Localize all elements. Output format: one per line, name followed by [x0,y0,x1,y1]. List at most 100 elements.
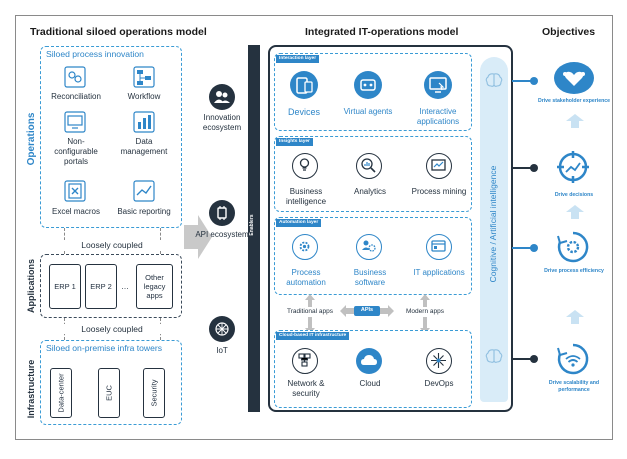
enablers-label: Enablers [249,214,255,236]
objective-connector [512,167,534,169]
network-security-label: Network & security [287,379,325,398]
workflow-label: Workflow [127,92,161,101]
datacenter-box: Data-center [50,368,72,418]
loosely-coupled-bottom: Loosely coupled [62,324,162,334]
up-arrow [566,114,584,128]
it-applications-label: IT applications [413,268,465,277]
objective-connector [512,247,534,249]
operations-group [40,46,182,228]
network-security-icon [292,348,318,374]
devops-label: DevOps [424,379,454,388]
enablers-bar [248,45,260,412]
operations-section-label: Operations [26,112,37,166]
up-arrow [566,205,584,219]
devices-label: Devices [287,107,320,117]
devices-icon [290,71,318,99]
modern-apps-label: Modern apps [392,307,458,317]
iot-label: IoT [216,346,228,355]
business-intelligence-icon [292,153,318,179]
excel-macros-label: Excel macros [51,207,100,216]
data-management-icon [133,111,155,133]
process-automation-icon [292,234,318,260]
cloud-icon [356,348,382,374]
diagram-frame [15,15,613,440]
iot-icon [209,316,235,342]
objective-connector-dot [530,355,538,363]
ellipsis: … [121,282,129,291]
ai-bar-label: Cognitive / Artificial intelligence [488,165,498,283]
business-software-icon [356,234,382,260]
process-efficiency-icon [556,230,590,264]
process-mining-icon [426,153,452,179]
objective-connector-dot [530,244,538,252]
process-mining-label: Process mining [411,187,467,196]
portal-icon [64,111,86,133]
workflow-icon [133,66,155,88]
objective-connector [512,358,534,360]
business-software-label: Business software [353,268,387,287]
operations-group-title: Siloed process innovation [46,49,144,59]
analytics-icon [356,153,382,179]
it-applications-icon [426,234,452,260]
drive-scalability-performance-label: Drive scalability and performance [548,380,600,393]
apis-label: APIs [360,307,374,313]
apis-connector [340,305,394,317]
infrastructure-section-label: Infrastructure [26,359,36,419]
interactive-applications-label: Interactive applications [416,107,460,126]
basic-reporting-label: Basic reporting [117,207,171,216]
cloud-layer-chip: Cloud-based IT infrastructure [276,332,350,340]
loosely-coupled-top: Loosely coupled [62,240,162,250]
euc-label: EUC [104,385,114,401]
infrastructure-group-title: Siloed on-premise infra towers [46,343,163,353]
datacenter-label: Data-center [56,373,66,413]
transition-arrow [184,215,212,259]
innovation-ecosystem-icon [209,84,235,110]
traditional-model-header: Traditional siloed operations model [30,26,207,38]
analytics-label: Analytics [353,187,386,196]
devops-icon [426,348,452,374]
integrated-model-box [268,45,513,412]
brain-icon-bottom [485,349,503,363]
automation-layer-chip: Automation layer [276,219,322,227]
traditional-apps-label: Traditional apps [274,307,346,317]
insights-layer-chip: Insights layer [276,138,313,146]
erp1-box: ERP 1 [49,264,81,309]
reconciliation-label: Reconciliation [51,92,101,101]
virtual-agents-label: Virtual agents [343,107,393,116]
erp2-box: ERP 2 [85,264,117,309]
applications-section-label: Applications [26,259,36,314]
process-automation-label: Process automation [286,268,326,287]
virtual-agents-icon [354,71,382,99]
up-arrow [566,310,584,324]
portals-label: Non-configurable portals [54,137,98,166]
interaction-layer-chip: Interaction layer [276,55,320,63]
applications-group [40,254,182,318]
brain-icon-top [485,73,503,87]
interactive-applications-icon [424,71,452,99]
other-legacy-apps-box: Other legacy apps [136,264,173,309]
business-intelligence-label: Business intelligence [285,187,327,206]
ai-bar [480,57,508,402]
data-management-label: Data management [120,137,168,156]
drive-decisions-label: Drive decisions [554,192,594,198]
integrated-model-header: Integrated IT-operations model [305,26,459,38]
objectives-header: Objectives [542,26,596,38]
cloud-label: Cloud [359,379,381,388]
excel-icon [64,180,86,202]
security-label: Security [149,379,159,407]
innovation-ecosystem-label: Innovation ecosystem [202,113,242,132]
basic-reporting-icon [133,180,155,202]
drive-process-efficiency-label: Drive process efficiency [544,268,604,274]
decisions-icon [556,150,590,184]
infrastructure-group [40,340,182,425]
security-box: Security [143,368,165,418]
stakeholder-experience-icon [554,62,594,94]
scalability-performance-icon [556,342,590,376]
reconciliation-icon [64,66,86,88]
objective-connector-dot [530,77,538,85]
api-ecosystem-icon [209,200,235,226]
euc-box: EUC [98,368,120,418]
objective-connector-dot [530,164,538,172]
drive-stakeholder-experience-label: Drive stakeholder experience [537,98,611,104]
api-ecosystem-label: API ecosystem [195,230,249,239]
